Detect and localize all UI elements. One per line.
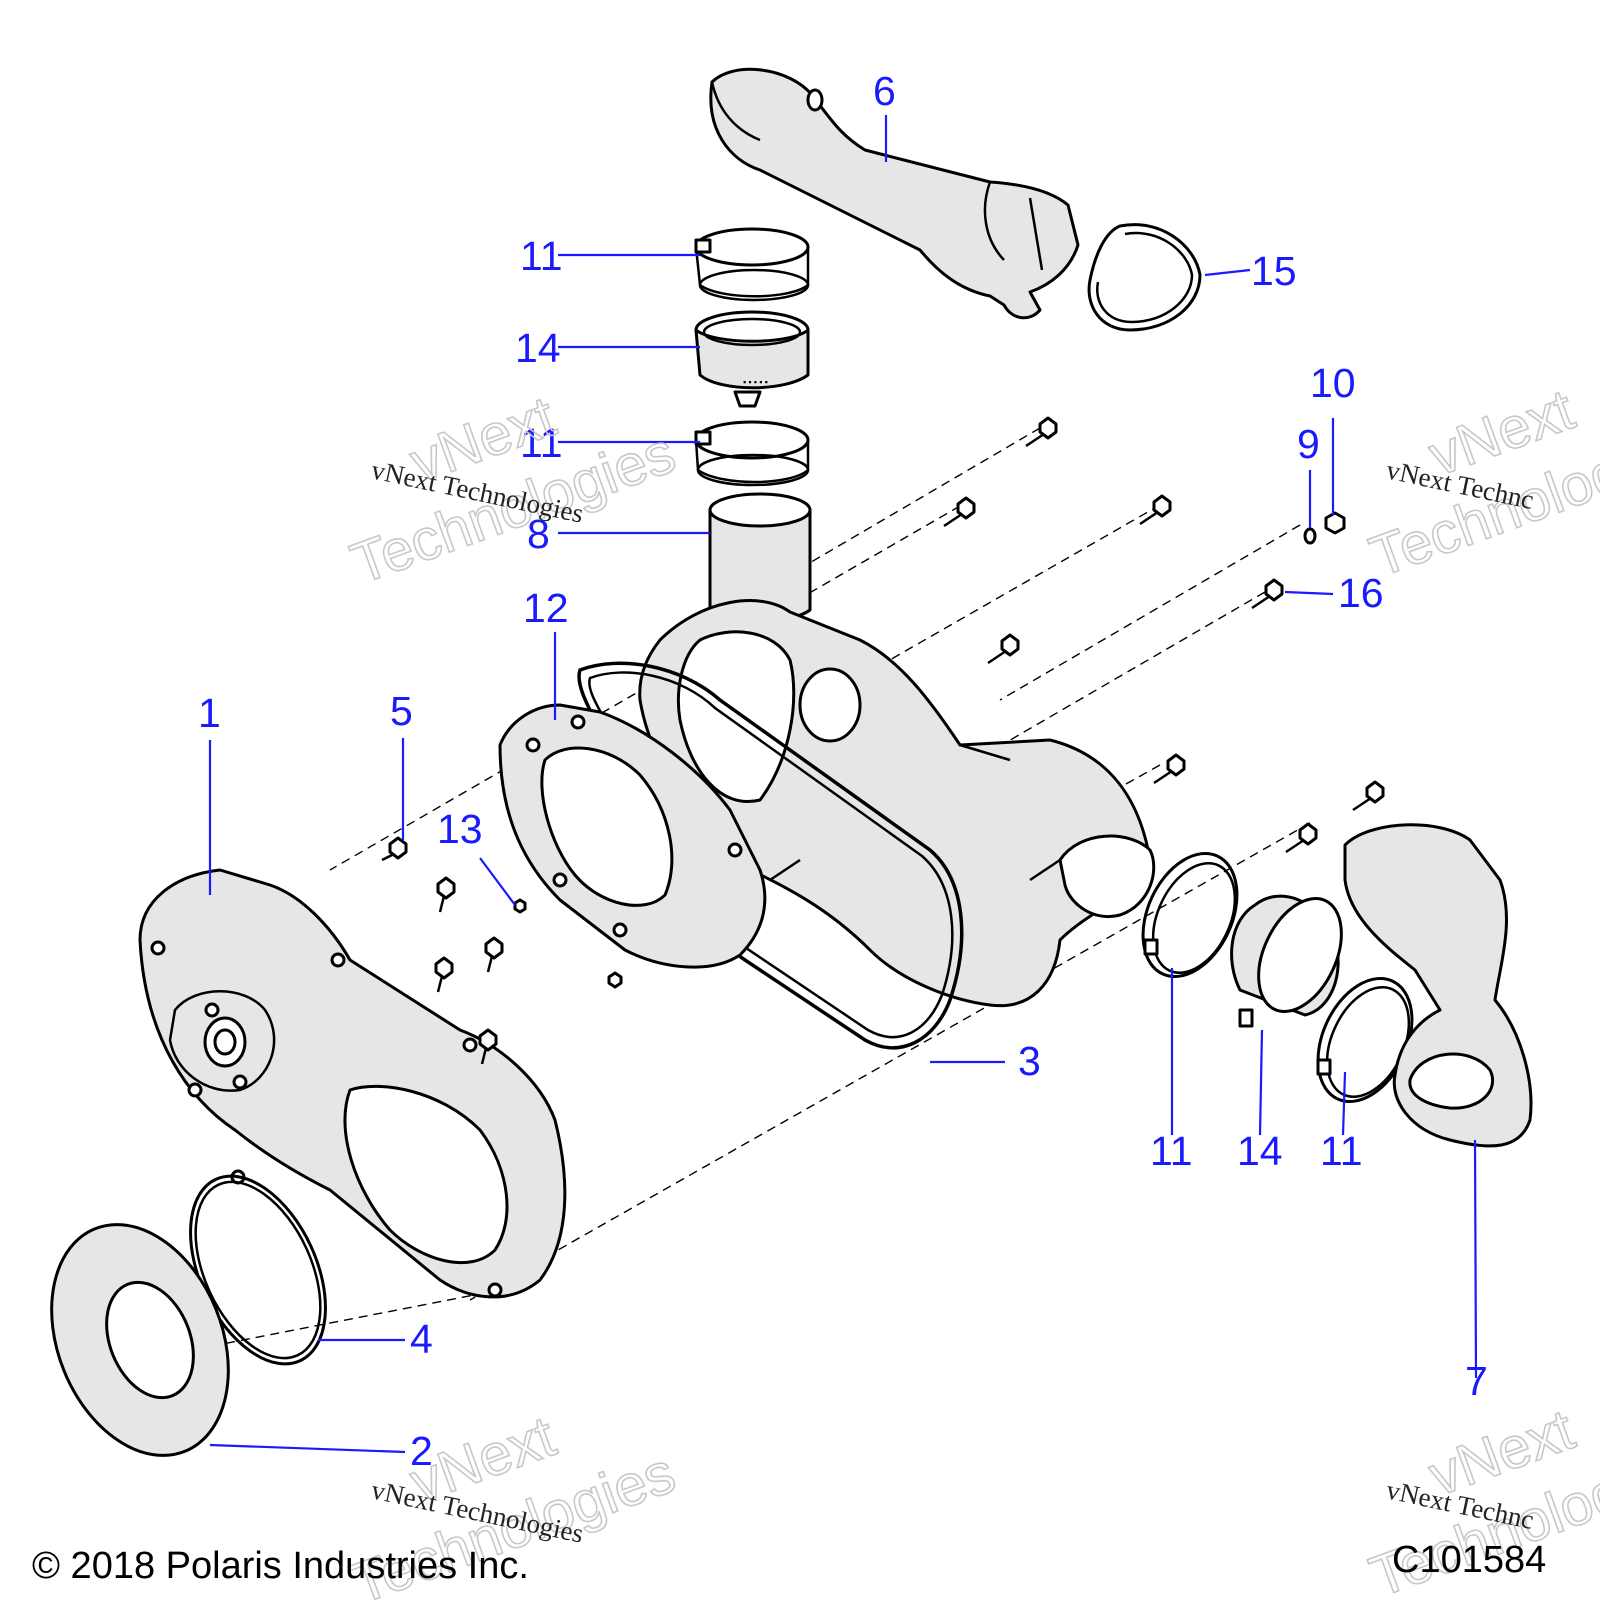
callout-9: 9 (1297, 421, 1320, 467)
leader-lines (208, 115, 1478, 1454)
screw (478, 1028, 498, 1065)
end-cap (50, 1223, 230, 1457)
screw (484, 936, 504, 973)
screw-set (381, 416, 1385, 1065)
right-duct-adapter (1230, 894, 1343, 1028)
callout-11-right-a: 11 (1150, 1128, 1193, 1174)
right-hose-clamp-1 (1141, 851, 1239, 979)
screw (1251, 578, 1284, 610)
washer (1303, 527, 1317, 545)
screw (1153, 753, 1186, 785)
screw (381, 836, 408, 862)
screw (513, 898, 527, 914)
callout-7: 7 (1465, 1358, 1488, 1404)
upper-intake-duct (709, 67, 1080, 320)
screw (1352, 780, 1385, 812)
callout-14-top: 14 (515, 325, 561, 371)
callout-4: 4 (410, 1316, 433, 1362)
outlet-duct (1343, 823, 1533, 1148)
screw (434, 956, 454, 993)
callout-10: 10 (1310, 360, 1356, 406)
callout-2: 2 (410, 1428, 433, 1474)
upper-duct-adapter: ▪▪▪▪▪ (694, 310, 810, 408)
callout-5: 5 (390, 688, 413, 734)
copyright-text: © 2018 Polaris Industries Inc. (32, 1545, 529, 1587)
nut (1324, 511, 1346, 535)
callout-16: 16 (1338, 570, 1384, 616)
screw (943, 496, 976, 528)
inner-clutch-cover (638, 599, 1156, 1008)
callout-11-mid: 11 (520, 420, 563, 466)
screw (1025, 416, 1058, 448)
callout-14-right: 14 (1237, 1128, 1283, 1174)
screw (1139, 494, 1172, 526)
screw (607, 971, 623, 989)
outer-clutch-cover (138, 868, 567, 1299)
callout-3: 3 (1018, 1038, 1041, 1084)
callout-1: 1 (198, 690, 221, 736)
lower-hose-clamp (694, 420, 810, 487)
upper-hose-clamp (694, 227, 810, 302)
callout-12: 12 (523, 585, 569, 631)
callouts: 1 2 3 4 5 6 7 8 9 10 11 11 11 11 12 13 1… (198, 68, 1488, 1474)
outer-plate (498, 703, 767, 969)
svg-text:▪▪▪▪▪: ▪▪▪▪▪ (742, 378, 769, 388)
callout-15: 15 (1251, 248, 1297, 294)
callout-11-right-b: 11 (1320, 1128, 1363, 1174)
callout-11-top: 11 (520, 233, 563, 279)
duct-seal-ring (1087, 223, 1202, 332)
callout-6: 6 (873, 68, 896, 114)
callout-13: 13 (437, 806, 483, 852)
screw (436, 876, 456, 913)
callout-8: 8 (527, 511, 550, 557)
screw (1285, 822, 1318, 854)
screw (987, 633, 1020, 665)
figure-id: C101584 (1392, 1539, 1546, 1581)
